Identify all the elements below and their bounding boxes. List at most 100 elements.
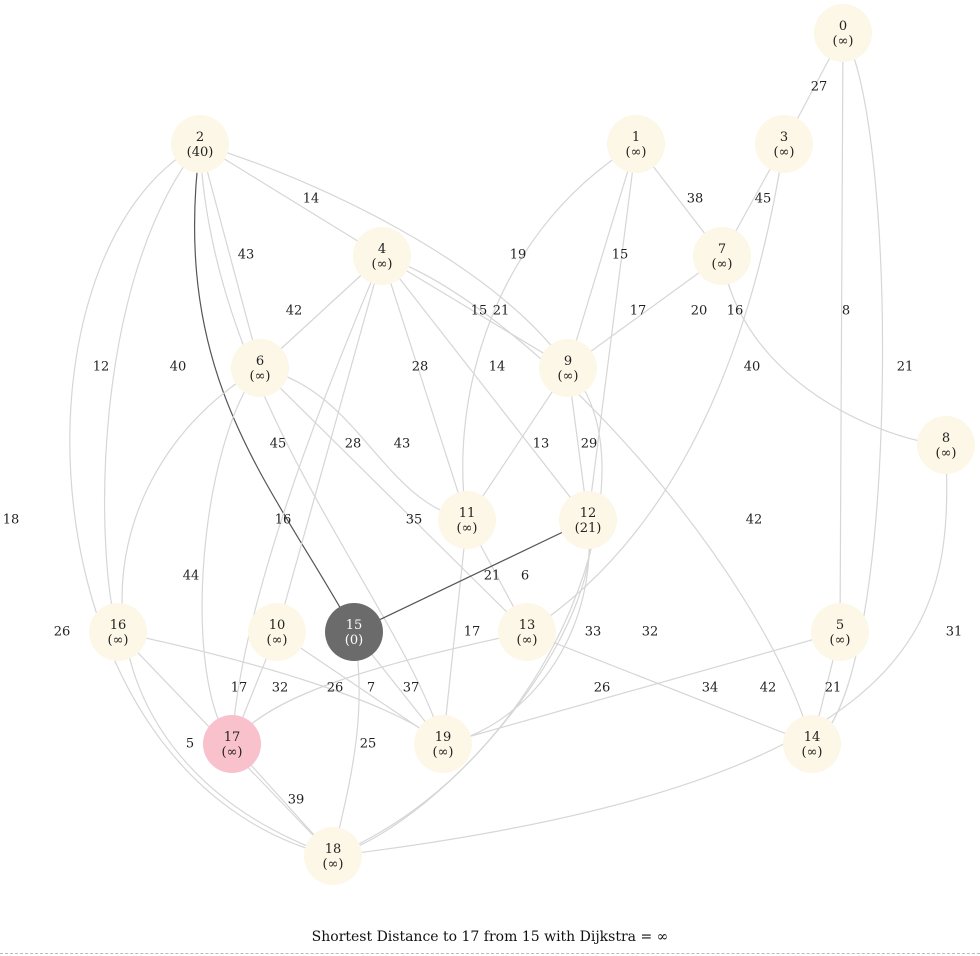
edge-weight-10-19: 7 [367, 681, 375, 696]
node-circle-13 [498, 603, 556, 661]
edge-5-19 [442, 631, 841, 745]
edge-weight-6-13: 35 [406, 513, 423, 528]
edge-7-9 [567, 255, 723, 369]
node-distance-1: (∞) [626, 145, 647, 160]
edge-weight-17-18: 39 [288, 793, 305, 808]
node-id-5: 5 [836, 618, 844, 633]
edge-weight-11-19: 17 [464, 625, 481, 640]
edge-weight-1-7: 38 [687, 192, 704, 207]
edge-weight-7-9: 20 [691, 304, 708, 319]
node-circle-19 [414, 715, 472, 773]
node-distance-10: (∞) [267, 633, 288, 648]
edge-weight-7-8: 16 [727, 304, 744, 319]
edge-weight-0-5: 8 [842, 304, 850, 319]
node-distance-3: (∞) [774, 145, 795, 160]
edge-weight-6-17: 44 [183, 569, 200, 584]
node-6: 6(∞) [231, 339, 289, 397]
edge-weight-1-9: 15 [612, 248, 629, 263]
edge-weight-4-11: 28 [412, 360, 429, 375]
edge-weight-1-11: 19 [510, 248, 527, 263]
edge-1-12 [587, 143, 637, 521]
node-circle-11 [438, 491, 496, 549]
edge-1-11 [462, 143, 637, 521]
node-8: 8(∞) [917, 416, 975, 474]
edge-weight-16-18: 5 [186, 737, 194, 752]
node-circle-17 [203, 715, 261, 773]
edge-2-6 [199, 143, 261, 369]
node-circle-3 [755, 115, 813, 173]
edge-2-18 [69, 143, 334, 857]
node-15: 15(0) [325, 603, 383, 661]
edge-weight-15-19: 37 [403, 681, 420, 696]
edge-4-10 [276, 255, 383, 633]
edge-weight-5-19: 42 [760, 681, 777, 696]
node-circle-15 [325, 603, 383, 661]
edge-weight-8-18: 31 [946, 625, 963, 640]
edge-weight-12-15: 21 [484, 569, 501, 584]
node-18: 18(∞) [304, 827, 362, 885]
node-distance-9: (∞) [558, 369, 579, 384]
nodes-layer: 0(∞)1(∞)2(40)3(∞)4(∞)5(∞)6(∞)7(∞)8(∞)9(∞… [89, 4, 975, 885]
node-16: 16(∞) [89, 603, 147, 661]
edge-weight-16-19: 26 [327, 681, 344, 696]
edge-11-19 [442, 519, 468, 745]
node-id-12: 12 [580, 506, 597, 521]
edge-weight-4-9: 21 [493, 304, 510, 319]
edge-3-13 [526, 143, 785, 633]
node-id-1: 1 [632, 130, 640, 145]
edge-13-14 [526, 631, 813, 745]
edge-0-14 [811, 32, 884, 745]
node-7: 7(∞) [693, 227, 751, 285]
edge-weight-5-14: 21 [825, 681, 842, 696]
edge-4-11 [381, 255, 468, 521]
node-id-7: 7 [718, 242, 726, 257]
node-circle-16 [89, 603, 147, 661]
edge-12-15 [353, 519, 589, 633]
node-4: 4(∞) [353, 227, 411, 285]
edge-weight-2-16: 12 [93, 360, 110, 375]
edge-weight-6-18: 26 [54, 625, 71, 640]
node-19: 19(∞) [414, 715, 472, 773]
edge-weight-4-14: 42 [746, 513, 763, 528]
edge-9-11 [466, 367, 569, 521]
node-5: 5(∞) [811, 603, 869, 661]
node-id-11: 11 [459, 506, 476, 521]
node-distance-19: (∞) [433, 745, 454, 760]
node-circle-12 [559, 491, 617, 549]
edge-1-9 [567, 143, 637, 369]
edge-4-17 [231, 255, 383, 745]
edge-2-4 [199, 143, 383, 257]
edge-weight-3-13: 40 [744, 360, 761, 375]
node-2: 2(40) [171, 115, 229, 173]
edge-weight-9-11: 13 [533, 437, 550, 452]
node-distance-11: (∞) [457, 521, 478, 536]
edge-weight-9-12: 29 [581, 437, 598, 452]
edge-weight-2-9: 15 [471, 304, 488, 319]
edge-12-18 [332, 519, 591, 857]
caption: Shortest Distance to 17 from 15 with Dij… [311, 929, 669, 945]
edge-weight-15-18: 25 [360, 737, 377, 752]
node-distance-12: (21) [575, 521, 602, 536]
node-id-19: 19 [435, 730, 452, 745]
edge-weight-1-12: 17 [630, 304, 647, 319]
edge-2-19 [199, 143, 444, 745]
node-distance-18: (∞) [323, 857, 344, 872]
edge-weight-2-18: 18 [3, 513, 20, 528]
node-id-4: 4 [378, 242, 386, 257]
node-circle-8 [917, 416, 975, 474]
edge-weight-13-17: 32 [272, 681, 289, 696]
node-circle-5 [811, 603, 869, 661]
edge-weight-0-3: 27 [811, 80, 828, 95]
edge-4-12 [381, 255, 589, 521]
node-distance-7: (∞) [712, 257, 733, 272]
node-circle-1 [607, 115, 665, 173]
edge-7-8 [721, 255, 947, 446]
node-10: 10(∞) [248, 603, 306, 661]
node-3: 3(∞) [755, 115, 813, 173]
node-id-16: 16 [110, 618, 127, 633]
edge-4-9 [381, 255, 569, 369]
edge-weight-2-15: 40 [170, 360, 187, 375]
node-circle-7 [693, 227, 751, 285]
edge-weight-4-6: 42 [286, 304, 303, 319]
